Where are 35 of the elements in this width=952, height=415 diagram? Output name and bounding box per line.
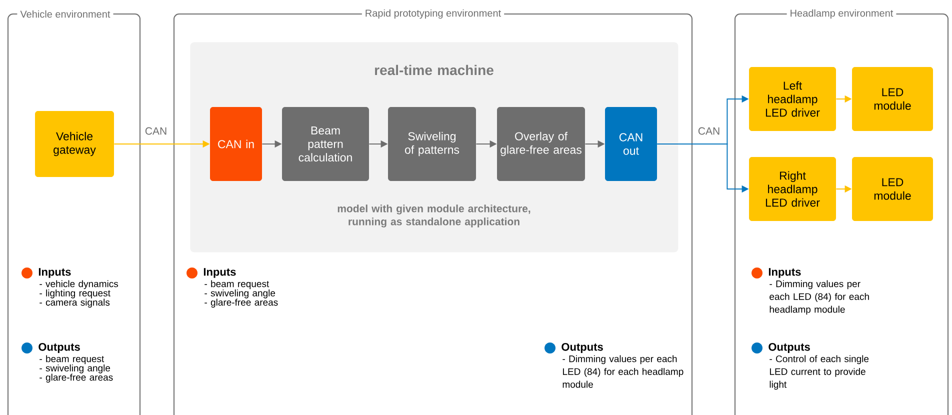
section-heading: Outputs — [768, 343, 810, 353]
frame-heading: Rapid prototyping environment — [362, 6, 504, 22]
edge-label: CAN — [696, 126, 722, 136]
list-item: - beam request — [204, 280, 270, 290]
list-item: - swiveling angle — [204, 289, 276, 298]
process-box: CAN in — [210, 107, 262, 181]
section-heading: Outputs — [38, 343, 80, 353]
process-box: Swiveling of patterns — [388, 107, 476, 181]
section-heading: Inputs — [38, 268, 71, 278]
edge-label: CAN — [144, 126, 168, 136]
list-item: - glare-free areas — [40, 374, 113, 383]
frame-heading: Headlamp environment — [786, 6, 896, 22]
process-box: Left headlamp LED driver — [749, 67, 836, 131]
section-heading: Outputs — [562, 343, 603, 353]
list-item: - vehicle dynamics — [40, 280, 118, 290]
process-box: Vehicle gateway — [35, 111, 114, 177]
list-item: - Dimming values per each LED (84) for each headlamp module — [770, 280, 869, 315]
panel-title: real-time machine — [375, 64, 494, 76]
process-box: LED module — [852, 67, 934, 131]
process-box: Beam pattern calculation — [282, 107, 369, 181]
process-box: LED module — [852, 157, 934, 221]
section-heading: Inputs — [204, 268, 236, 278]
panel-caption: model with given module architecture, running as standalone application — [338, 204, 530, 228]
list-item: - glare-free areas — [204, 298, 278, 308]
process-box: Right headlamp LED driver — [749, 157, 836, 221]
process-box: CAN out — [605, 107, 657, 181]
list-item: - swiveling angle — [40, 364, 110, 374]
list-item: - camera signals — [40, 298, 110, 308]
process-box: Overlay of glare-free areas — [497, 107, 585, 181]
list-item: - lighting request — [40, 289, 110, 298]
list-item: - beam request — [40, 355, 104, 364]
frame-heading: Vehicle environment — [17, 7, 114, 21]
list-item: - Control of each single LED current to provide light — [770, 355, 869, 390]
section-heading: Inputs — [768, 268, 801, 278]
list-item: - Dimming values per each LED (84) for each headlamp module — [562, 355, 684, 388]
